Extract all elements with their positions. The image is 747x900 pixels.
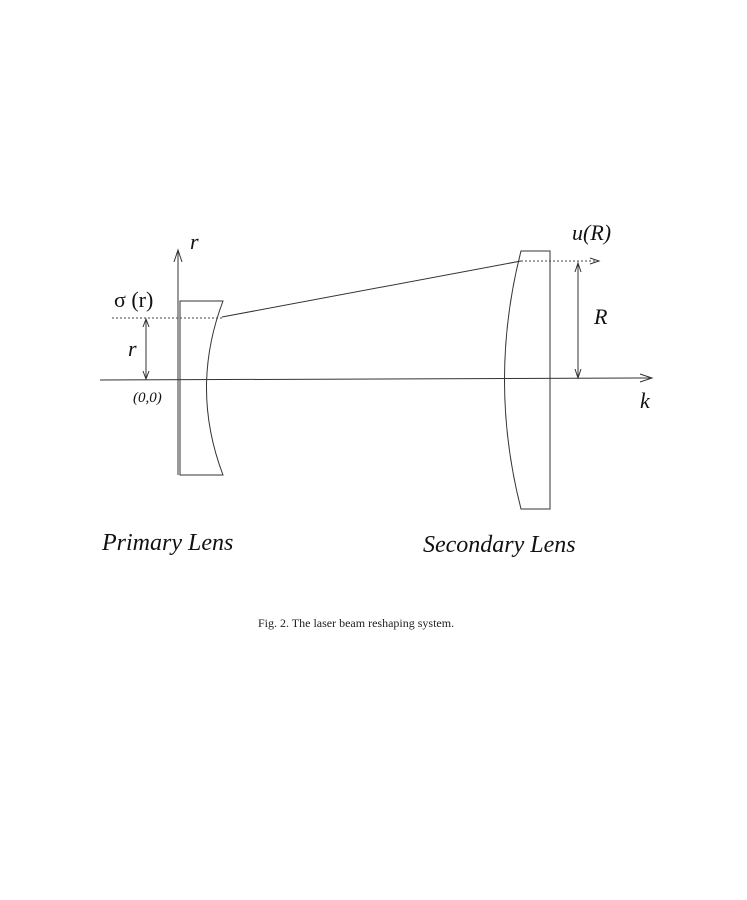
r-dimension-arrow: [142, 317, 150, 381]
secondary-lens-label: Secondary Lens: [423, 532, 576, 558]
sigma-r-label: σ (r): [114, 287, 153, 312]
axis-r: [173, 248, 183, 475]
R-dimension-arrow: [574, 261, 582, 380]
secondary-lens: [504, 250, 551, 510]
axis-k-label: k: [640, 388, 651, 413]
u-R-output-line: [521, 257, 601, 265]
primary-lens: [179, 300, 224, 476]
ray-line: [221, 260, 522, 318]
figure-caption: Fig. 2. The laser beam reshaping system.: [258, 616, 454, 630]
origin-label: (0,0): [133, 390, 162, 406]
optical-axis-k: [99, 373, 654, 383]
primary-lens-label: Primary Lens: [101, 530, 233, 556]
radius-R-label: R: [593, 304, 608, 329]
u-R-label: u(R): [572, 220, 611, 245]
axis-r-label: r: [190, 229, 199, 254]
radius-r-label: r: [128, 336, 137, 361]
